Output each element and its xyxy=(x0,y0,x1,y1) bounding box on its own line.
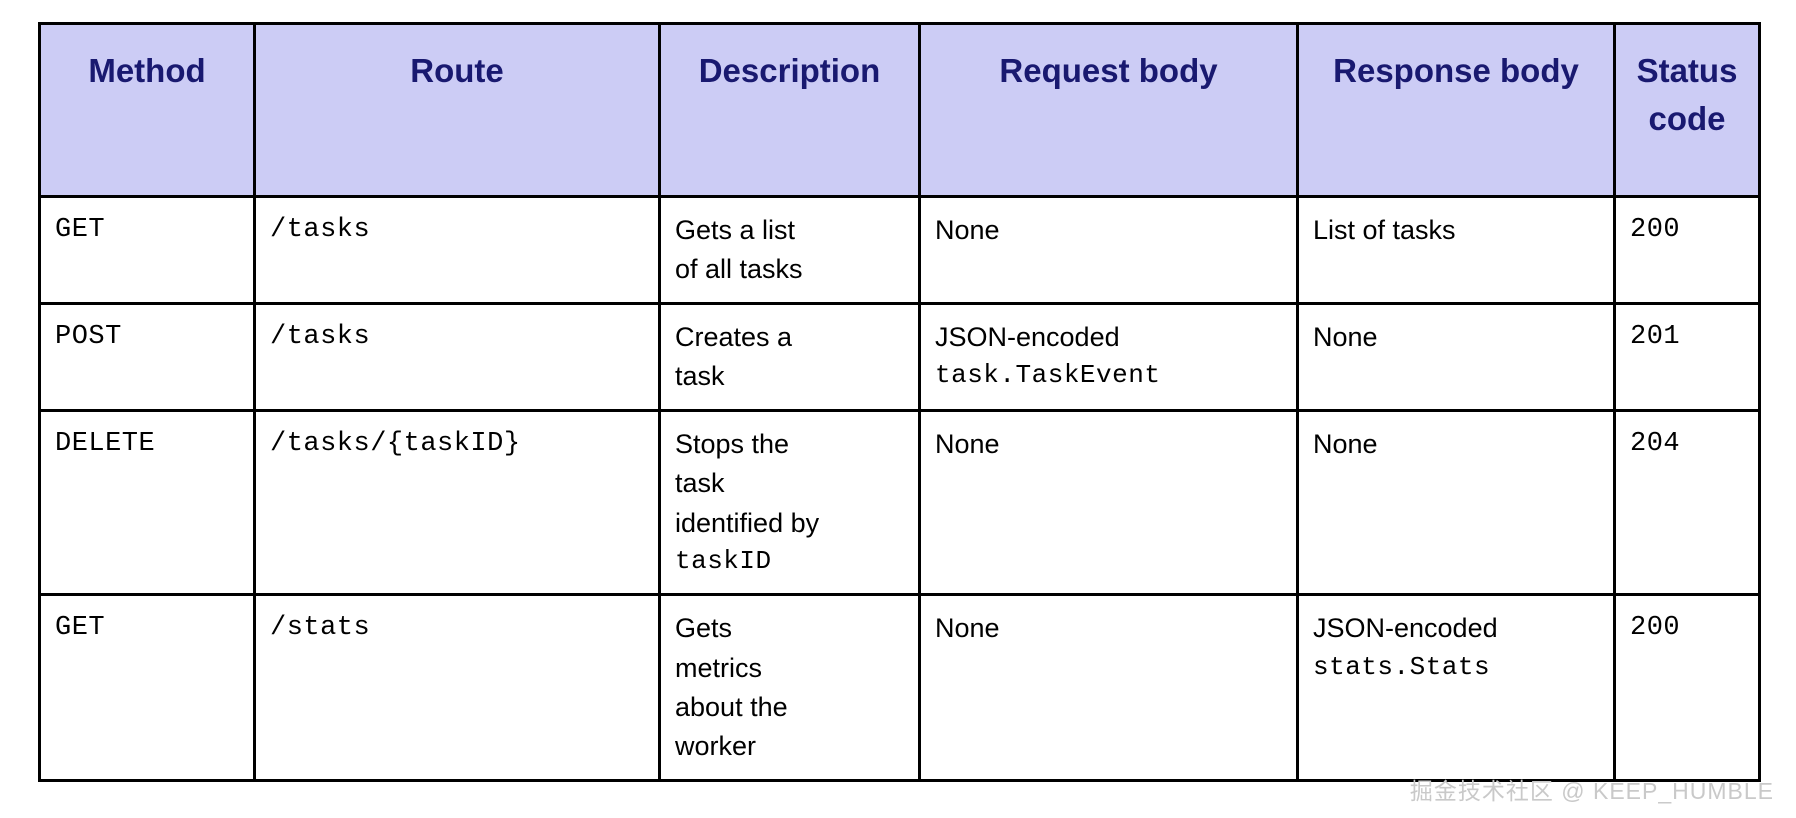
cell-description: Stops the task identified by taskID xyxy=(658,409,921,597)
cell-request-body: JSON-encoded task.TaskEvent xyxy=(918,301,1299,413)
text-line: None xyxy=(935,429,1000,460)
text-line: None xyxy=(935,613,1000,644)
cell-description: Gets a list of all tasks xyxy=(658,194,921,305)
cell-description: Creates a task xyxy=(658,301,921,413)
cell-request-body: None xyxy=(918,409,1299,597)
column-header-method: Method xyxy=(38,22,256,198)
text-line: Gets a list xyxy=(675,214,796,245)
code-text: stats.Stats xyxy=(1313,651,1491,682)
cell-status-code: 201 xyxy=(1613,301,1761,413)
table-header: Method Route Description Request body Re… xyxy=(38,22,1761,198)
api-endpoint-table-container: Method Route Description Request body Re… xyxy=(38,22,1761,782)
table-row: DELETE /tasks/{taskID} Stops the task iden… xyxy=(38,409,1761,597)
cell-route: /tasks/{taskID} xyxy=(253,409,661,597)
text-line: Stops the xyxy=(675,429,790,460)
text-line: about the xyxy=(675,691,788,722)
code-text: task.TaskEvent xyxy=(935,360,1161,391)
cell-response-body: List of tasks xyxy=(1296,194,1616,305)
text-line: task xyxy=(675,468,725,499)
text-line: Creates a xyxy=(675,321,793,352)
cell-route: /stats xyxy=(253,593,661,782)
watermark: 掘金技术社区 @ KEEP_HUMBLE xyxy=(1409,778,1774,804)
cell-method: POST xyxy=(38,301,256,413)
cell-route: /tasks xyxy=(253,301,661,413)
column-header-description: Description xyxy=(658,22,921,198)
text-line: None xyxy=(1313,321,1378,352)
table-header-row: Method Route Description Request body Re… xyxy=(38,22,1761,198)
code-text: taskID xyxy=(675,545,772,576)
text-line: of all tasks xyxy=(675,253,803,284)
cell-response-body: JSON-encoded stats.Stats xyxy=(1296,593,1616,782)
cell-status-code: 200 xyxy=(1613,593,1761,782)
text-line: JSON-encoded xyxy=(935,321,1120,352)
text-line: worker xyxy=(675,730,757,761)
text-line: task xyxy=(675,361,725,392)
cell-description: Gets metrics about the worker xyxy=(658,593,921,782)
text-line: metrics xyxy=(675,652,762,683)
text-line: None xyxy=(935,214,1000,245)
cell-method: GET xyxy=(38,593,256,782)
text-line: JSON-encoded xyxy=(1313,613,1498,644)
cell-route: /tasks xyxy=(253,194,661,305)
cell-status-code: 204 xyxy=(1613,409,1761,597)
cell-status-code: 200 xyxy=(1613,194,1761,305)
column-header-response-body: Response body xyxy=(1296,22,1616,198)
table-row: GET /stats Gets metrics about the worker No… xyxy=(38,593,1761,782)
text-line: None xyxy=(1313,429,1378,460)
column-header-status-code: Status code xyxy=(1613,22,1761,198)
cell-request-body: None xyxy=(918,593,1299,782)
table-row: POST /tasks Creates a task JSON-encoded ta… xyxy=(38,301,1761,413)
column-header-request-body: Request body xyxy=(918,22,1299,198)
text-line: List of tasks xyxy=(1313,214,1456,245)
cell-method: GET xyxy=(38,194,256,305)
cell-request-body: None xyxy=(918,194,1299,305)
column-header-route: Route xyxy=(253,22,661,198)
cell-response-body: None xyxy=(1296,301,1616,413)
text-line: Gets xyxy=(675,613,733,644)
cell-method: DELETE xyxy=(38,409,256,597)
text-line: identified by xyxy=(675,507,820,538)
cell-response-body: None xyxy=(1296,409,1616,597)
api-endpoint-table: Method Route Description Request body Re… xyxy=(38,22,1761,782)
